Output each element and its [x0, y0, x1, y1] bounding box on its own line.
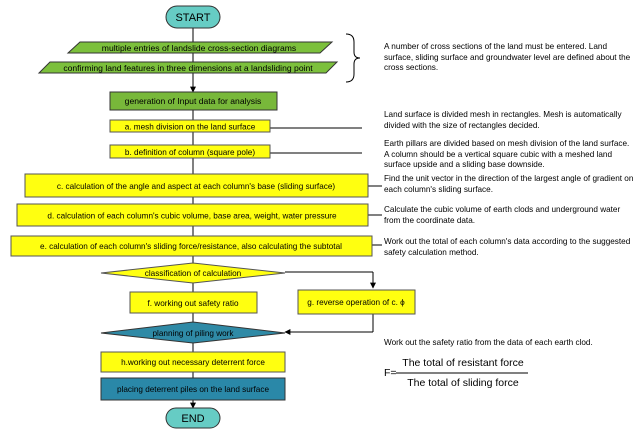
input-1-label: multiple entries of landslide cross-sect… — [102, 43, 296, 53]
note-cross-sections: A number of cross sections of the land m… — [384, 42, 631, 73]
generation-box: generation of Input data for analysis — [109, 91, 278, 111]
step-b-box: b. definition of column (square pole) — [109, 144, 271, 159]
start-label: START — [175, 12, 210, 24]
connectors — [190, 28, 382, 409]
step-i-label: placing deterrent piles on the land surf… — [117, 385, 269, 394]
formula-lhs: F= — [384, 367, 397, 379]
step-e-label: e. calculation of each column's sliding … — [40, 242, 342, 251]
decision-1-label: classification of calculation — [145, 269, 242, 278]
step-a-box: a. mesh division on the land surface — [109, 119, 271, 133]
step-g-box: g. reverse operation of c. ϕ — [297, 289, 416, 315]
input-2-label: confirming land features in three dimens… — [63, 63, 313, 73]
step-d-label: d. calculation of each column's cubic vo… — [47, 212, 337, 221]
generation-label: generation of Input data for analysis — [125, 96, 262, 106]
step-g-label: g. reverse operation of c. ϕ — [307, 298, 405, 307]
step-d-box: d. calculation of each column's cubic vo… — [16, 203, 369, 227]
decision-piling: planning of piling work — [100, 321, 286, 344]
decision-2-label: planning of piling work — [152, 329, 234, 338]
note-cubic-volume: Calculate the cubic volume of earth clod… — [384, 205, 621, 225]
note-total: Work out the total of each column's data… — [384, 237, 631, 257]
formula-denominator: The total of sliding force — [407, 377, 519, 389]
step-c-label: c. calculation of the angle and aspect a… — [57, 182, 336, 191]
formula-numerator: The total of resistant force — [402, 357, 524, 369]
note-safety-ratio: Work out the safety ratio from the data … — [384, 338, 593, 347]
note-pillars: Earth pillars are divided based on mesh … — [384, 139, 630, 170]
decision-classification: classification of calculation — [100, 262, 286, 284]
input-cross-sections: multiple entries of landslide cross-sect… — [66, 41, 334, 54]
step-i-box: placing deterrent piles on the land surf… — [100, 377, 286, 401]
step-c-box: c. calculation of the angle and aspect a… — [24, 173, 369, 198]
step-f-box: f. working out safety ratio — [129, 291, 258, 314]
start-node: START — [165, 5, 221, 29]
step-e-box: e. calculation of each column's sliding … — [10, 235, 373, 257]
step-b-label: b. definition of column (square pole) — [125, 148, 255, 157]
step-f-label: f. working out safety ratio — [147, 299, 238, 308]
step-a-label: a. mesh division on the land surface — [125, 123, 256, 132]
step-h-box: h.working out necessary deterrent force — [100, 351, 286, 373]
note-unit-vector: Find the unit vector in the direction of… — [384, 174, 634, 194]
step-h-label: h.working out necessary deterrent force — [121, 358, 265, 367]
end-label: END — [181, 413, 204, 425]
input-brace — [345, 33, 361, 83]
note-mesh: Land surface is divided mesh in rectangl… — [384, 110, 622, 130]
input-land-features: confirming land features in three dimens… — [37, 61, 339, 74]
end-node: END — [165, 407, 221, 429]
